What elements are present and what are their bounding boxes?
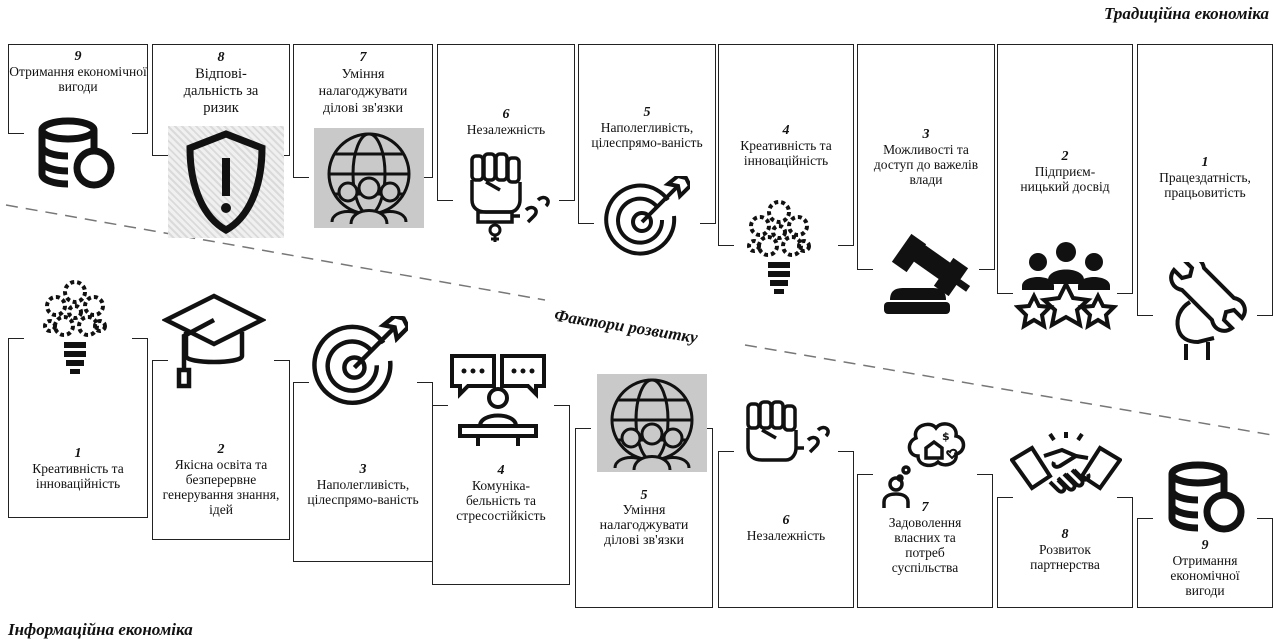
card-label: Уміння налагоджувати ділові зв'язки [318,67,408,116]
target-arrow-icon [604,176,690,256]
card-number: 8 [217,50,225,65]
database-coins-icon [38,117,115,189]
shield-warning-icon [186,130,266,234]
svg-text:$: $ [942,430,950,443]
hand-wrench-icon [1169,262,1247,360]
card-label: Розвиток партнерства [1030,542,1100,572]
top-card-7: 7 Уміння налагоджувати ділові зв'язки [293,44,433,178]
card-label: Якісна освіта та безперервне генерування… [162,457,280,517]
card-label: Підприєм-ницький досвід [1020,164,1110,194]
top-card-9: 9 Отримання економічної вигоди [8,44,148,134]
top-card-1: 1 Працездатність, працьовитість [1137,44,1273,316]
card-number: 7 [921,500,929,515]
card-label: Відпові-дальність за ризик [183,66,259,116]
card-number: 6 [782,513,790,528]
bottom-card-1: 1 Креативність та інноваційність [8,338,148,518]
lightbulb-gears-icon [747,200,811,294]
card-number: 5 [643,105,651,120]
card-number: 9 [74,49,82,64]
card-label: Креативність та інноваційність [740,138,832,168]
card-label: Уміння налагоджувати ділові зв'язки [599,503,689,548]
gavel-icon [884,233,971,314]
card-number: 1 [1201,155,1209,170]
card-label: Працездатність, працьовитість [1159,170,1251,200]
card-label: Можливості та доступ до важелів влади [873,142,979,187]
bottom-card-2: 2 Якісна освіта та безперервне генеруван… [152,360,290,540]
card-number: 2 [217,442,225,457]
card-label: Задоволення власних та потреб суспільств… [888,515,962,575]
card-label: Креативність та інноваційність [32,461,124,491]
top-card-8: 8 Відпові-дальність за ризик [152,44,290,156]
title-information-economy: Інформаційна економіка [8,620,193,639]
title-traditional-economy: Традиційна економіка [1103,4,1269,23]
bottom-card-4: 4 Комуніка-бельність та стресостійкість [432,405,570,585]
target-arrow-icon [312,316,408,405]
handshake-icon [1010,432,1122,494]
bottom-card-7: 7 Задоволення власних та потреб суспільс… [857,474,993,608]
card-number: 5 [640,488,648,503]
person-thought-icon: $ [882,422,966,508]
speaker-chat-icon [450,354,546,446]
card-number: 7 [359,50,367,65]
fist-broken-chain-icon [746,400,830,462]
card-number: 3 [922,127,930,142]
card-number: 4 [782,123,790,138]
card-label: Незалежність [466,122,546,137]
team-stars-icon [1014,242,1118,330]
lightbulb-gears-icon [43,280,107,374]
card-label: Отримання економічної вигоди [9,64,147,94]
card-label: Наполегливість, цілеспрямо-ваність [591,120,703,150]
bottom-card-9: 9 Отримання економічної вигоди [1137,518,1273,608]
top-card-2: 2 Підприєм-ницький досвід [997,44,1133,294]
card-number: 1 [74,446,82,461]
card-label: Отримання економічної вигоди [1170,553,1240,598]
top-card-5: 5 Наполегливість, цілеспрямо-ваність [578,44,716,224]
card-number: 8 [1061,527,1069,542]
top-card-6: 6 Незалежність [437,44,575,201]
card-number: 2 [1061,149,1069,164]
card-number: 6 [502,107,510,122]
card-label: Незалежність [746,528,826,543]
card-number: 4 [497,463,505,478]
bottom-card-3: 3 Наполегливість, цілеспрямо-ваність [293,382,433,562]
card-label: Комуніка-бельність та стресостійкість [456,478,546,523]
database-coins-icon [1168,461,1245,533]
top-card-4: 4 Креативність та інноваційність [718,44,854,246]
card-label: Наполегливість, цілеспрямо-ваність [307,477,419,507]
bottom-card-5: 5 Уміння налагоджувати ділові зв'язки [575,428,713,608]
globe-people-icon [610,378,694,471]
top-card-3: 3 Можливості та доступ до важелів влади [857,44,995,270]
card-number: 9 [1201,538,1209,553]
globe-people-icon [327,132,411,225]
bottom-card-8: 8 Розвиток партнерства [997,497,1133,608]
fist-broken-chain-icon [470,152,550,242]
card-number: 3 [359,462,367,477]
graduation-cap-icon [162,293,266,389]
bottom-card-6: 6 Незалежність [718,451,854,608]
